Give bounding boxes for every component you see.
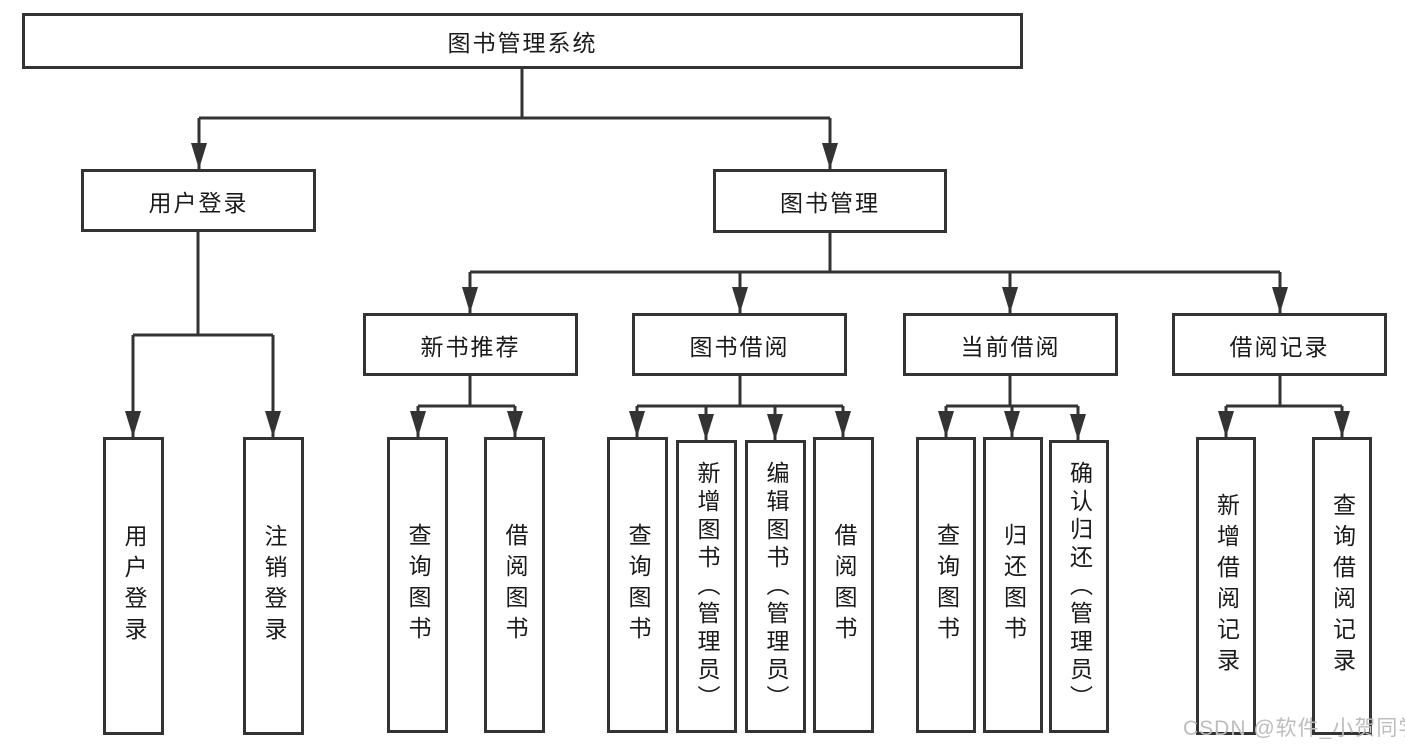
node-label: 确认归还（管理员） bbox=[1066, 460, 1093, 713]
node-label: 归还图书 bbox=[1000, 523, 1027, 647]
leaf-query-borrow-record: 查询借阅记录 bbox=[1312, 437, 1372, 735]
node-label: 用户登录 bbox=[121, 524, 147, 648]
node-label: 图书管理 bbox=[780, 190, 880, 216]
leaf-borrow-book-recommend: 借阅图书 bbox=[484, 437, 545, 733]
node-label: 新增借阅记录 bbox=[1213, 493, 1240, 679]
node-new-book-recommendation: 新书推荐 bbox=[363, 313, 578, 376]
node-label: 查询图书 bbox=[933, 523, 960, 647]
leaf-add-book-admin: 新增图书（管理员） bbox=[676, 440, 737, 733]
node-book-management: 图书管理 bbox=[713, 169, 947, 233]
node-label: 查询图书 bbox=[625, 523, 651, 647]
node-borrowing-records: 借阅记录 bbox=[1172, 313, 1387, 376]
leaf-return-book: 归还图书 bbox=[983, 437, 1043, 733]
node-label: 新增图书（管理员） bbox=[694, 460, 720, 713]
watermark: CSDN @软件_小贺同学 bbox=[1183, 717, 1405, 740]
node-label: 借阅图书 bbox=[831, 523, 857, 647]
leaf-user-login: 用户登录 bbox=[103, 437, 164, 735]
leaf-confirm-return-admin: 确认归还（管理员） bbox=[1049, 440, 1109, 733]
node-label: 注销登录 bbox=[261, 524, 287, 648]
leaf-borrow-book: 借阅图书 bbox=[813, 437, 874, 733]
leaf-logout: 注销登录 bbox=[243, 437, 304, 735]
node-label: 借阅记录 bbox=[1229, 333, 1330, 360]
leaf-query-book-recommend: 查询图书 bbox=[387, 437, 448, 733]
leaf-query-book-current: 查询图书 bbox=[916, 437, 976, 733]
node-label: 编辑图书（管理员） bbox=[763, 460, 789, 713]
node-book-borrowing: 图书借阅 bbox=[632, 313, 847, 376]
node-label: 查询借阅记录 bbox=[1329, 493, 1356, 679]
node-label: 查询图书 bbox=[405, 523, 431, 647]
node-current-borrowing: 当前借阅 bbox=[903, 313, 1118, 376]
node-label: 当前借阅 bbox=[960, 333, 1061, 360]
node-library-management-system: 图书管理系统 bbox=[22, 13, 1023, 69]
leaf-edit-book-admin: 编辑图书（管理员） bbox=[745, 440, 806, 733]
node-label: 图书管理系统 bbox=[447, 30, 598, 56]
leaf-query-book-borrowing: 查询图书 bbox=[607, 437, 668, 733]
node-label: 用户登录 bbox=[148, 189, 249, 216]
node-label: 新书推荐 bbox=[420, 333, 521, 360]
leaf-add-borrow-record: 新增借阅记录 bbox=[1196, 437, 1256, 735]
node-user-login: 用户登录 bbox=[81, 169, 316, 232]
node-label: 借阅图书 bbox=[502, 523, 528, 647]
arrowheads bbox=[125, 143, 1350, 440]
node-label: 图书借阅 bbox=[689, 333, 790, 360]
